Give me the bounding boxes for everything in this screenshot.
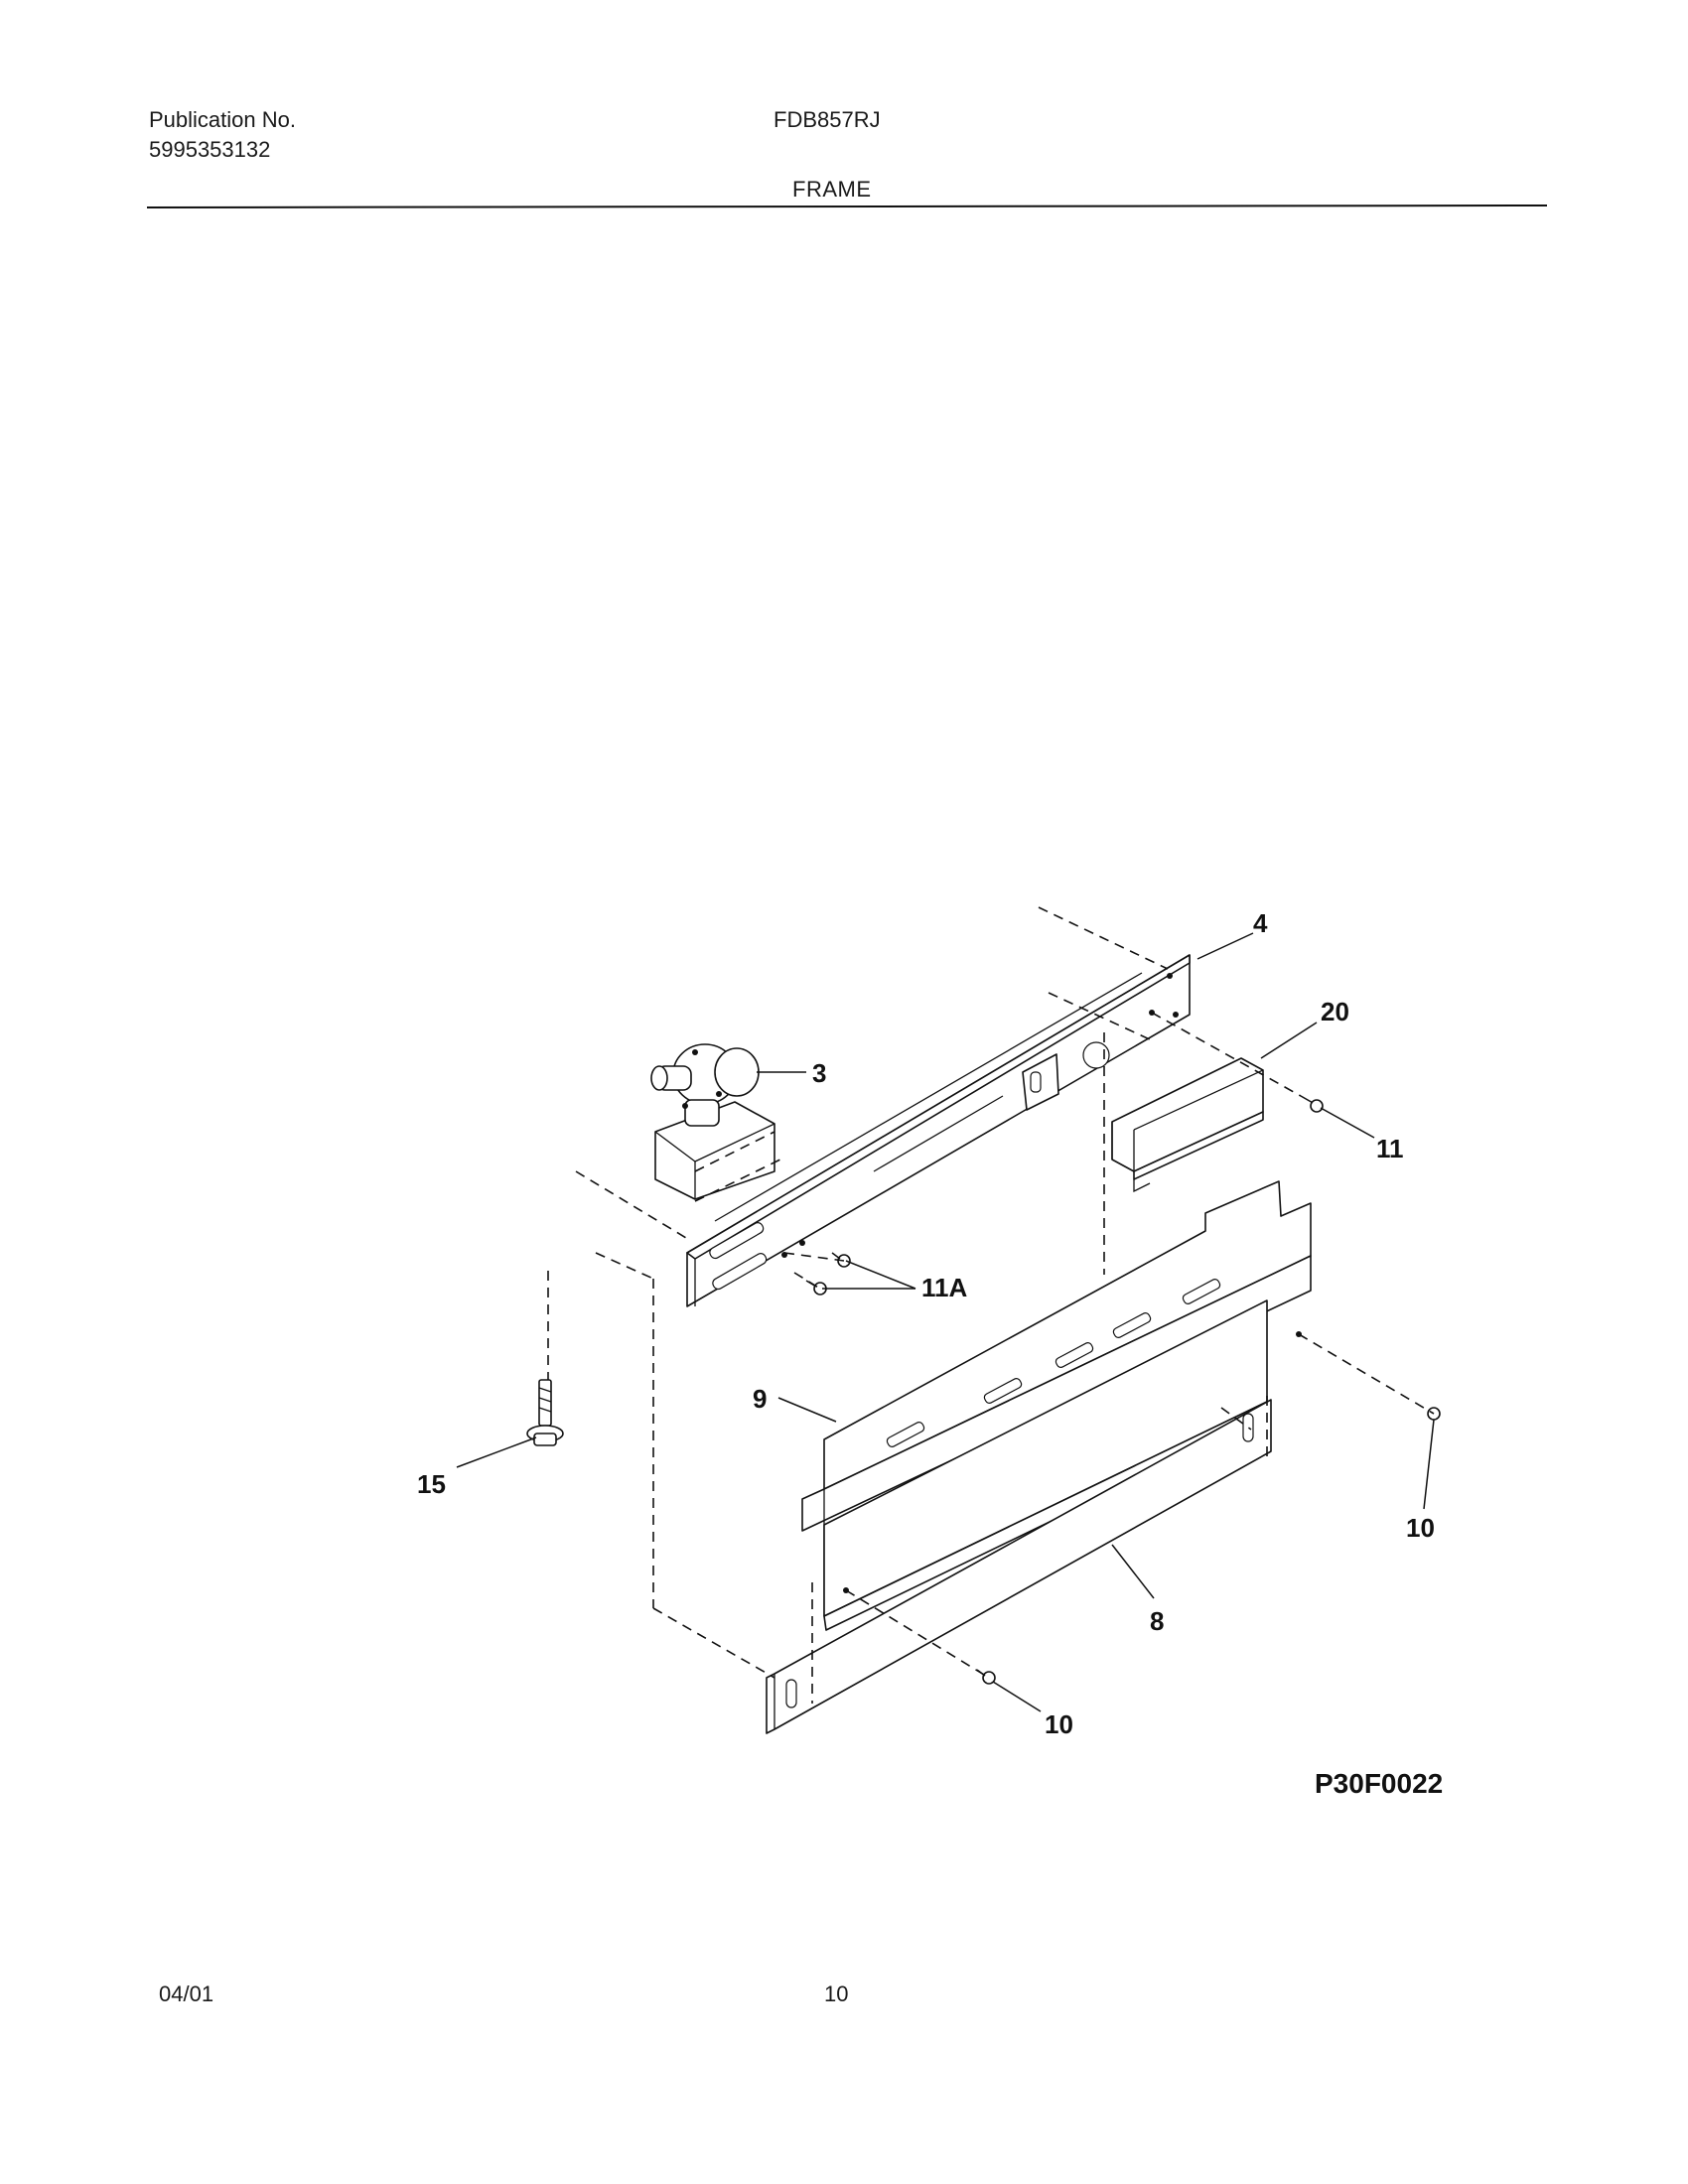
callout-8: 8	[1150, 1606, 1164, 1636]
screw-11	[1300, 1095, 1324, 1113]
page-number: 10	[824, 1981, 849, 2006]
part-9-bracket	[801, 1180, 1312, 1631]
publication-label: Publication No.	[149, 107, 296, 132]
section-title: FRAME	[792, 177, 872, 202]
callout-9: 9	[753, 1384, 767, 1414]
leader-lines	[456, 932, 1435, 1712]
footer-date: 04/01	[159, 1981, 214, 2006]
figure-code: P30F0022	[1315, 1768, 1443, 1799]
part-15-leveling-leg	[526, 1379, 564, 1446]
model-number: FDB857RJ	[774, 107, 881, 132]
part-20-cover	[1111, 1057, 1264, 1193]
callout-20: 20	[1321, 997, 1349, 1026]
assembly-lines	[547, 906, 1435, 1704]
header-rule	[146, 205, 1548, 208]
callout-4: 4	[1253, 908, 1268, 938]
callout-15: 15	[417, 1469, 446, 1499]
part-3-valve	[650, 1043, 775, 1200]
callout-10-bottom: 10	[1045, 1709, 1073, 1739]
part-8-toe-plate	[766, 1399, 1272, 1734]
part-4-frame-rail	[686, 954, 1191, 1307]
publication-number: 5995353132	[149, 137, 271, 162]
callout-10-right: 10	[1406, 1513, 1435, 1543]
callout-3: 3	[812, 1058, 826, 1088]
callout-11: 11	[1376, 1134, 1404, 1163]
callout-11a: 11A	[921, 1273, 967, 1302]
